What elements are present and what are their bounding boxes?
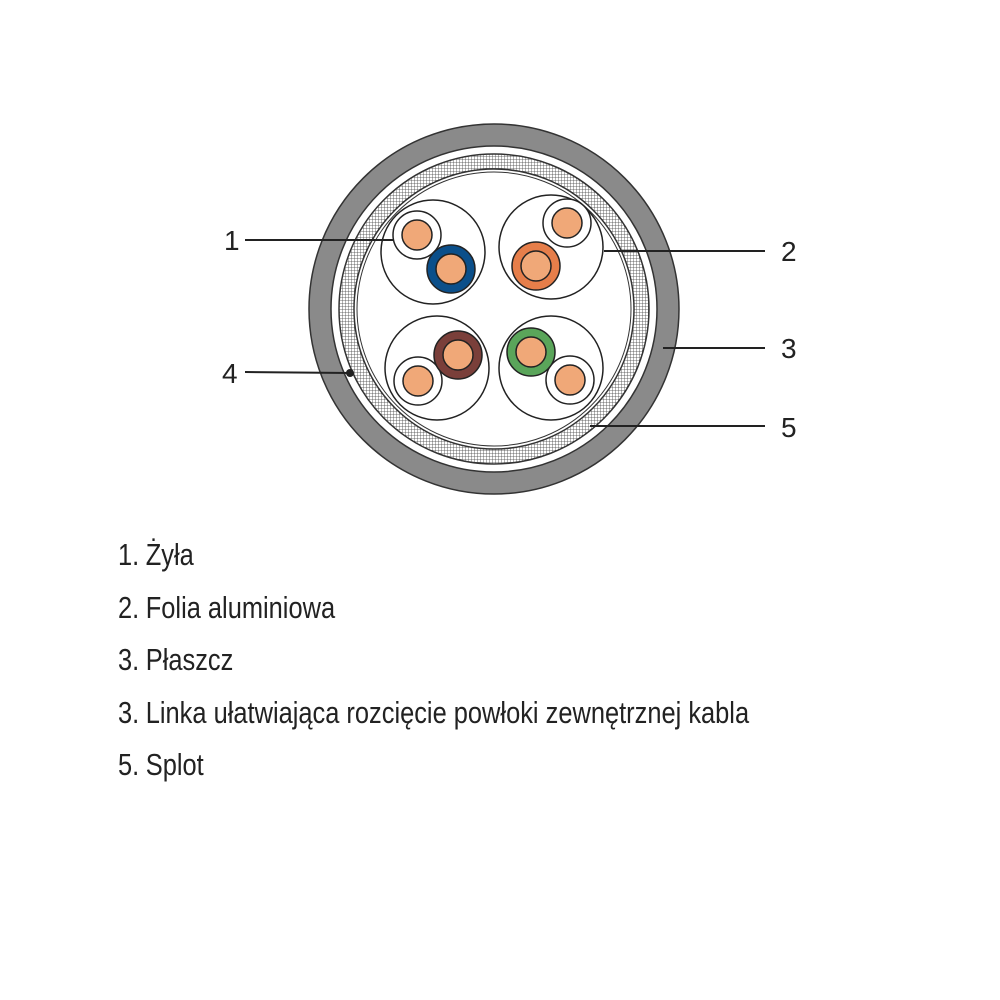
legend-item: 3.Linka ułatwiająca rozcięcie powłoki ze… [118, 693, 749, 746]
legend-number: 1. [118, 537, 140, 572]
cable-cross-section: 1 2 3 4 5 [222, 123, 797, 495]
pair-blue [380, 199, 486, 305]
callout-2: 2 [781, 236, 797, 267]
legend-number: 5. [118, 747, 140, 782]
legend-number: 3. [118, 694, 140, 730]
legend-item: 3.Płaszcz [118, 640, 749, 693]
legend-label: Linka ułatwiająca rozcięcie powłoki zewn… [145, 694, 750, 730]
pair-orange [498, 194, 604, 300]
legend-item: 5.Splot [118, 745, 749, 798]
legend-label: Splot [145, 747, 204, 782]
legend: 1.Żyła 2.Folia aluminiowa 3.Płaszcz 3.Li… [118, 535, 888, 798]
legend-item: 2.Folia aluminiowa [118, 588, 749, 641]
legend-label: Żyła [145, 537, 194, 572]
legend-label: Płaszcz [145, 642, 234, 677]
ripcord-dot [346, 369, 354, 377]
legend-item: 1.Żyła [118, 535, 749, 588]
pair-green [498, 315, 604, 421]
callout-4: 4 [222, 358, 238, 389]
legend-label: Folia aluminiowa [145, 589, 336, 625]
pair-brown [384, 315, 490, 421]
callout-5: 5 [781, 412, 797, 443]
legend-number: 2. [118, 589, 140, 625]
aluminium-foil [356, 171, 632, 447]
braid-shield [338, 153, 650, 465]
callout-3: 3 [781, 333, 797, 364]
callout-1: 1 [224, 225, 240, 256]
legend-number: 3. [118, 642, 140, 677]
callout-lines [244, 239, 765, 427]
